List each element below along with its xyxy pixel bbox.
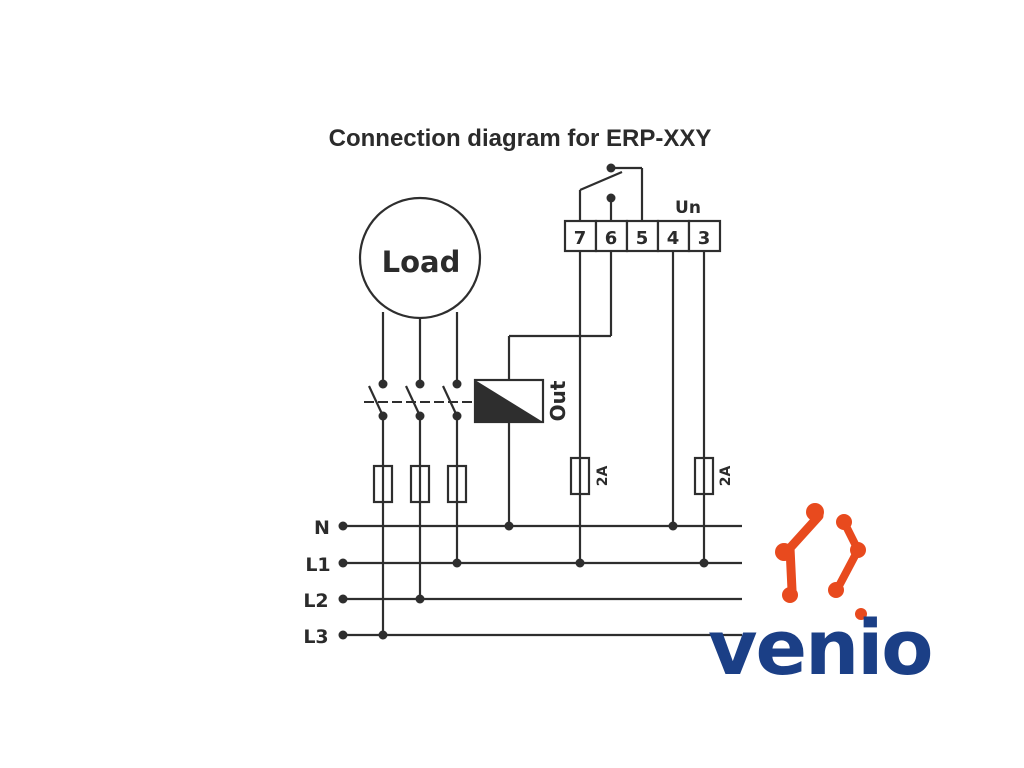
terminal-label-3: 3 — [698, 228, 711, 249]
contactor-coil — [473, 250, 613, 531]
terminal-label-7: 7 — [574, 228, 587, 249]
venio-logo: venio — [708, 503, 933, 692]
contactor-branches — [364, 312, 476, 640]
terminal-wiring — [569, 251, 715, 568]
bus-lines — [338, 521, 742, 640]
contact-blade — [368, 385, 384, 417]
out-label: Out — [546, 380, 570, 421]
terminal-3 — [687, 219, 722, 253]
line-label-l3: L3 — [303, 626, 328, 648]
terminal-block — [563, 219, 722, 253]
terminal-label-6: 6 — [605, 228, 618, 249]
venio-logo-mark-icon — [775, 503, 867, 620]
un-label: Un — [675, 198, 701, 218]
load-motor: Load — [358, 196, 482, 320]
fuse-rating-label: 2A — [718, 466, 734, 487]
relay-contact — [578, 163, 644, 221]
load-label: Load — [382, 245, 461, 279]
line-label-n: N — [314, 517, 330, 539]
terminal-label-5: 5 — [636, 228, 649, 249]
diagram-title: Connection diagram for ERP-XXY — [329, 125, 712, 152]
fuse-rating-label: 2A — [595, 466, 611, 487]
line-label-l2: L2 — [303, 590, 328, 612]
venio-logo-text: venio — [708, 603, 931, 692]
line-label-l1: L1 — [305, 554, 330, 576]
terminal-label-4: 4 — [667, 228, 680, 249]
